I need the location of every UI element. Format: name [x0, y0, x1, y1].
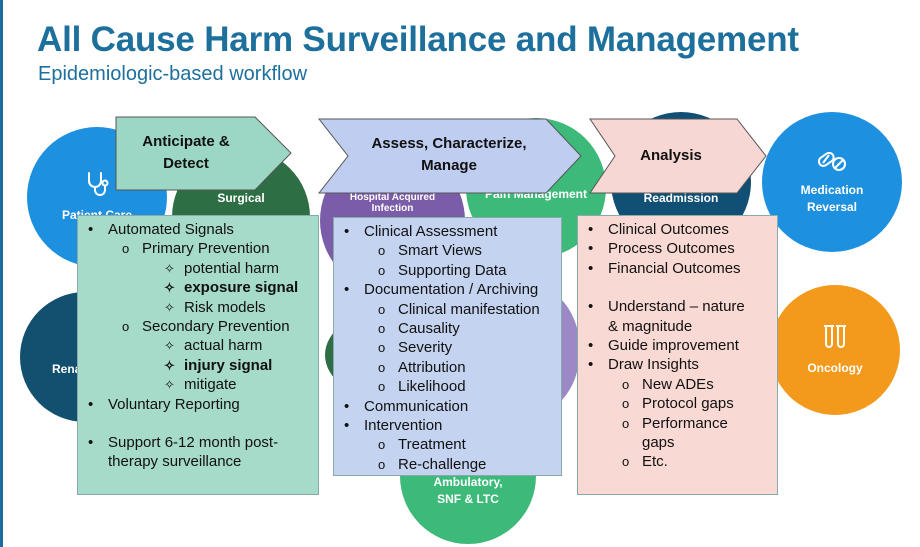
panel-item: gaps	[642, 434, 675, 452]
panel-item: Supporting Data	[342, 261, 553, 281]
panel-item: Communication	[342, 397, 553, 417]
stage-arrow-anticipate: Anticipate & Detect	[115, 116, 292, 191]
panel-list: Clinical OutcomesProcess OutcomesFinanci…	[586, 220, 769, 472]
panel-item: Voluntary Reporting	[86, 395, 310, 415]
panel-item: Clinical Outcomes	[586, 220, 769, 240]
panel-item: Re-challenge	[342, 455, 553, 475]
circle-medication-reversal: Medication Reversal	[762, 112, 902, 252]
left-accent-bar	[0, 0, 3, 547]
panel-item	[586, 278, 769, 297]
circle-label: Renal	[52, 362, 85, 376]
panel-item: & magnitude	[608, 317, 693, 335]
pills-icon	[816, 149, 848, 178]
panel-item: Clinical Assessment	[342, 222, 553, 242]
circle-label: Ambulatory, SNF & LTC	[433, 475, 503, 506]
circle-label: Oncology	[807, 361, 863, 375]
panel-item: Etc.	[586, 452, 769, 472]
stage-label: Assess, Characterize, Manage	[371, 135, 527, 174]
stage-arrow-analysis: Analysis	[589, 118, 767, 194]
panel-item: Primary Prevention	[86, 239, 310, 259]
panel-item: Intervention	[342, 416, 553, 436]
panel-item: Likelihood	[342, 377, 553, 397]
panel-item	[86, 414, 310, 433]
panel-item: Secondary Prevention	[86, 317, 310, 337]
circle-label: Surgical	[217, 191, 265, 205]
stage-label: Analysis	[640, 147, 702, 164]
panel-item: therapy surveillance	[108, 453, 242, 471]
circle-label: Readmission	[643, 191, 719, 205]
panel-item: Severity	[342, 338, 553, 358]
panel-item: Documentation / Archiving	[342, 280, 553, 300]
panel-item: Guide improvement	[586, 336, 769, 356]
circle-label: Medication Reversal	[800, 182, 864, 214]
panel-item: injury signal	[86, 356, 310, 376]
stethoscope-icon	[83, 170, 111, 203]
panel-item: Causality	[342, 319, 553, 339]
panel-item: Financial Outcomes	[586, 259, 769, 279]
panel-anticipate: Automated SignalsPrimary Preventionpoten…	[77, 215, 319, 495]
panel-item: Protocol gaps	[586, 394, 769, 414]
panel-item: Attribution	[342, 358, 553, 378]
panel-item: New ADEs	[586, 375, 769, 395]
stage-arrow-assess: Assess, Characterize, Manage	[318, 118, 582, 194]
panel-item: potential harm	[86, 259, 310, 279]
panel-item: Automated Signals	[86, 220, 310, 240]
circle-oncology: Oncology	[770, 285, 900, 415]
test-tubes-icon	[820, 323, 850, 356]
panel-item: Support 6-12 month post-	[86, 433, 310, 453]
panel-item: actual harm	[86, 336, 310, 356]
panel-item: Understand – nature	[586, 297, 769, 317]
panel-item: Process Outcomes	[586, 239, 769, 259]
panel-item: Clinical manifestation	[342, 300, 553, 320]
panel-item: mitigate	[86, 375, 310, 395]
panel-item: Performance	[586, 414, 769, 434]
circle-label: Hospital Acquired Infection	[349, 192, 436, 214]
page-title: All Cause Harm Surveillance and Manageme…	[37, 20, 799, 59]
panel-item: exposure signal	[86, 278, 310, 298]
panel-assess: Clinical AssessmentSmart ViewsSupporting…	[333, 217, 562, 476]
panel-list: Clinical AssessmentSmart ViewsSupporting…	[342, 222, 553, 475]
panel-item: Draw Insights	[586, 355, 769, 375]
panel-analysis: Clinical OutcomesProcess OutcomesFinanci…	[577, 215, 778, 495]
stage-label: Anticipate & Detect	[142, 133, 230, 172]
panel-list: Automated SignalsPrimary Preventionpoten…	[86, 220, 310, 472]
page-subtitle: Epidemiologic-based workflow	[38, 63, 308, 85]
panel-item: Risk models	[86, 298, 310, 318]
panel-item: Smart Views	[342, 241, 553, 261]
panel-item: Treatment	[342, 435, 553, 455]
